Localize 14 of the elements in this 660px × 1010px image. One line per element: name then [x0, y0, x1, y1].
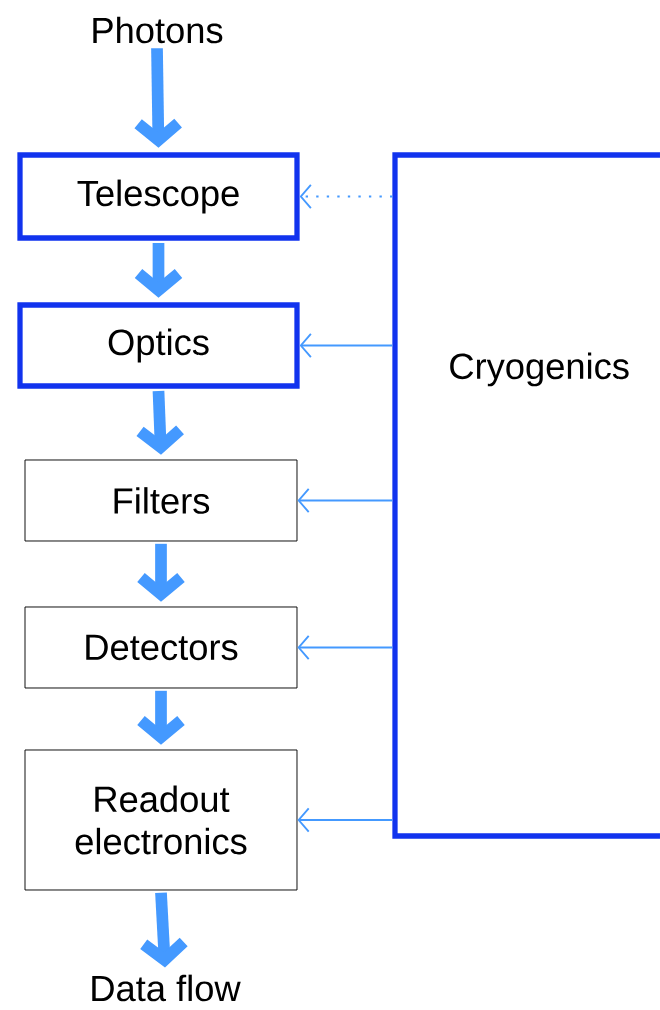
process-box: Optics: [17, 302, 300, 389]
flow-label: Data flow: [92, 974, 241, 1002]
arrow: [299, 183, 394, 210]
arrow: [297, 807, 394, 833]
process-box: Filters: [24, 459, 298, 542]
process-box: Telescope: [17, 152, 300, 241]
process-box: Detectors: [24, 606, 298, 689]
arrow: [297, 487, 394, 514]
process-box: Readout electronics: [24, 749, 298, 891]
system-box: Cryogenics: [392, 152, 660, 839]
arrow: [134, 48, 182, 148]
arrow: [299, 332, 394, 359]
arrow: [297, 634, 394, 661]
flow-label: Photons: [93, 16, 223, 44]
